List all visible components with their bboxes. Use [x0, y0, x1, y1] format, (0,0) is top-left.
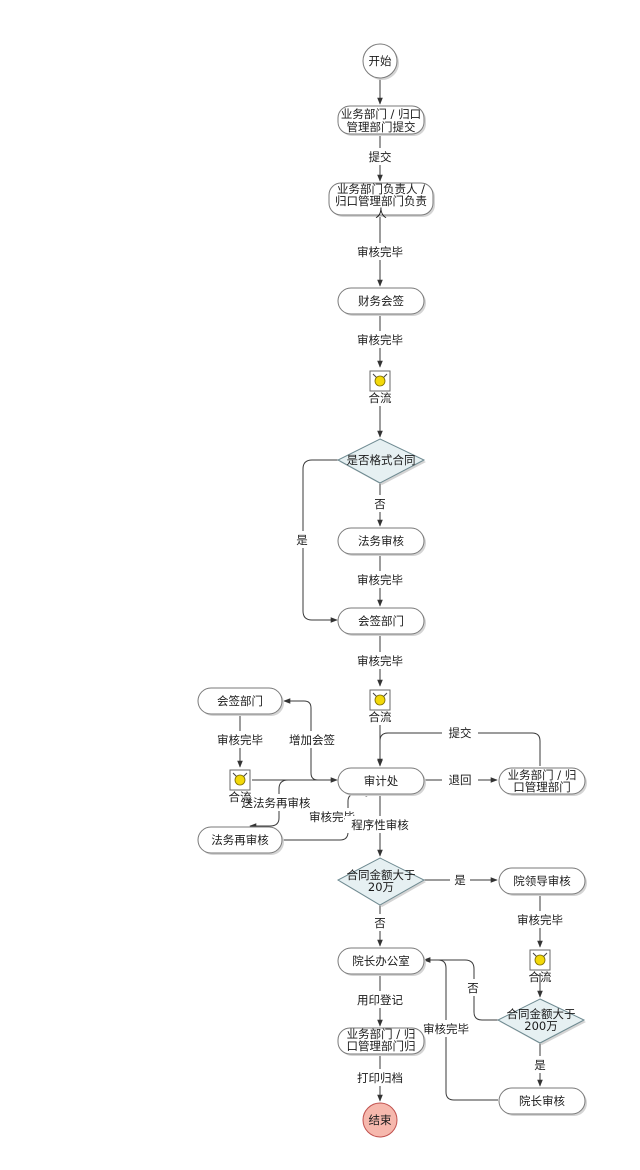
decision-amount-200[interactable]: 合同金额大于 200万: [496, 998, 586, 1045]
task-submit-dept[interactable]: 业务部门 / 归口 管理部门提交: [337, 105, 426, 136]
edge-label: 否: [467, 981, 479, 995]
edge-label: 审核完毕: [357, 654, 403, 668]
merge-icon: [234, 774, 246, 786]
task-leader-review[interactable]: 院领导审核: [498, 867, 587, 896]
edge-amount200-office-no: [423, 957, 498, 1021]
decision-label-line: 20万: [368, 880, 394, 894]
merge-icon: [534, 954, 546, 966]
task-label-line: 业务部门 / 归: [347, 1027, 416, 1041]
task-label: 法务再审核: [211, 833, 269, 847]
task-label-line: 归口管理部门负责: [335, 194, 427, 208]
edge-label: 否: [374, 497, 386, 511]
task-label: 会签部门: [358, 614, 404, 628]
edge-label: 用印登记: [357, 993, 403, 1007]
task-countersign-dept-2[interactable]: 会签部门: [197, 687, 284, 716]
merge-icon: [374, 375, 386, 387]
edge-label: 打印归档: [357, 1071, 403, 1085]
edge-label: 审核完毕: [357, 245, 403, 259]
edge-label: 提交: [369, 150, 392, 164]
task-label-line: 业务部门 / 归口: [341, 107, 421, 121]
task-label-line: 人: [375, 206, 387, 220]
decision-amount-20[interactable]: 合同金额大于 20万: [336, 857, 426, 907]
merge-icon: [374, 694, 386, 706]
task-archive-dept[interactable]: 业务部门 / 归 口管理部门归: [337, 1027, 426, 1056]
task-legal-review[interactable]: 法务审核: [337, 527, 426, 556]
edge-label: 审核完毕: [357, 573, 403, 587]
start-label: 开始: [369, 54, 392, 68]
task-label-line: 业务部门负责人 /: [337, 182, 425, 196]
edge-label: 审核完毕: [517, 913, 563, 927]
task-finance[interactable]: 财务会签: [337, 287, 426, 316]
end-circle: [362, 1102, 398, 1138]
end-node[interactable]: 结束: [362, 1102, 398, 1138]
merge-node-2[interactable]: 合流: [369, 689, 392, 724]
merge-label: 合流: [369, 391, 392, 405]
edge-label: 是: [296, 533, 308, 547]
task-audit-office[interactable]: 审计处: [337, 767, 426, 796]
decision-label-line: 合同金额大于: [507, 1007, 576, 1021]
task-label: 院长办公室: [352, 954, 410, 968]
task-label: 财务会签: [358, 294, 404, 308]
merge-node-1[interactable]: 合流: [369, 370, 392, 405]
task-label: 院领导审核: [513, 874, 571, 888]
edge-label: 是: [454, 873, 466, 887]
decision-label-line: 合同金额大于: [347, 868, 416, 882]
merge-node-4[interactable]: 合流: [529, 949, 552, 984]
edge-label: 否: [374, 916, 386, 930]
task-label-line: 口管理部门: [513, 780, 571, 794]
task-label-line: 业务部门 / 归: [508, 768, 577, 782]
merge-label: 合流: [369, 710, 392, 724]
task-label-line: 口管理部门归: [347, 1039, 416, 1053]
decision-label: 是否格式合同: [347, 453, 416, 467]
edge-label: 退回: [449, 773, 472, 787]
end-label: 结束: [369, 1113, 392, 1127]
task-label: 审计处: [364, 774, 399, 788]
task-dept-head[interactable]: 业务部门负责人 / 归口管理部门负责 人: [328, 182, 435, 220]
edge-label: 提交: [449, 726, 472, 740]
task-label: 会签部门: [217, 694, 263, 708]
merge-node-3[interactable]: 合流: [229, 769, 252, 804]
edge-label: 送法务再审核: [242, 796, 311, 810]
task-label: 法务审核: [358, 534, 404, 548]
decision-label-line: 200万: [524, 1019, 557, 1033]
task-label-line: 管理部门提交: [347, 120, 416, 134]
edge-label: 审核完毕: [423, 1022, 469, 1036]
edge-label: 审核完毕: [217, 733, 263, 747]
edge-labels: 提交 审核完毕 审核完毕 否 是 审核完毕 审核完毕 提交 增加会签 审核完毕 …: [211, 148, 570, 1086]
start-node[interactable]: 开始: [362, 43, 399, 80]
task-president-review[interactable]: 院长审核: [498, 1087, 587, 1116]
edge-label: 是: [534, 1058, 546, 1072]
merge-label: 合流: [529, 970, 552, 984]
edge-label: 审核完毕: [309, 810, 355, 824]
task-countersign-dept[interactable]: 会签部门: [337, 607, 426, 636]
edge-label: 程序性审核: [351, 818, 409, 832]
task-president-office[interactable]: 院长办公室: [337, 947, 426, 976]
decision-standard-contract[interactable]: 是否格式合同: [336, 438, 426, 485]
edge-label: 审核完毕: [357, 333, 403, 347]
task-legal-rereview[interactable]: 法务再审核: [197, 826, 284, 855]
merge-label: 合流: [229, 790, 252, 804]
task-label: 院长审核: [519, 1094, 565, 1108]
task-returned-dept[interactable]: 业务部门 / 归 口管理部门: [498, 767, 587, 796]
edge-label: 增加会签: [289, 733, 335, 747]
